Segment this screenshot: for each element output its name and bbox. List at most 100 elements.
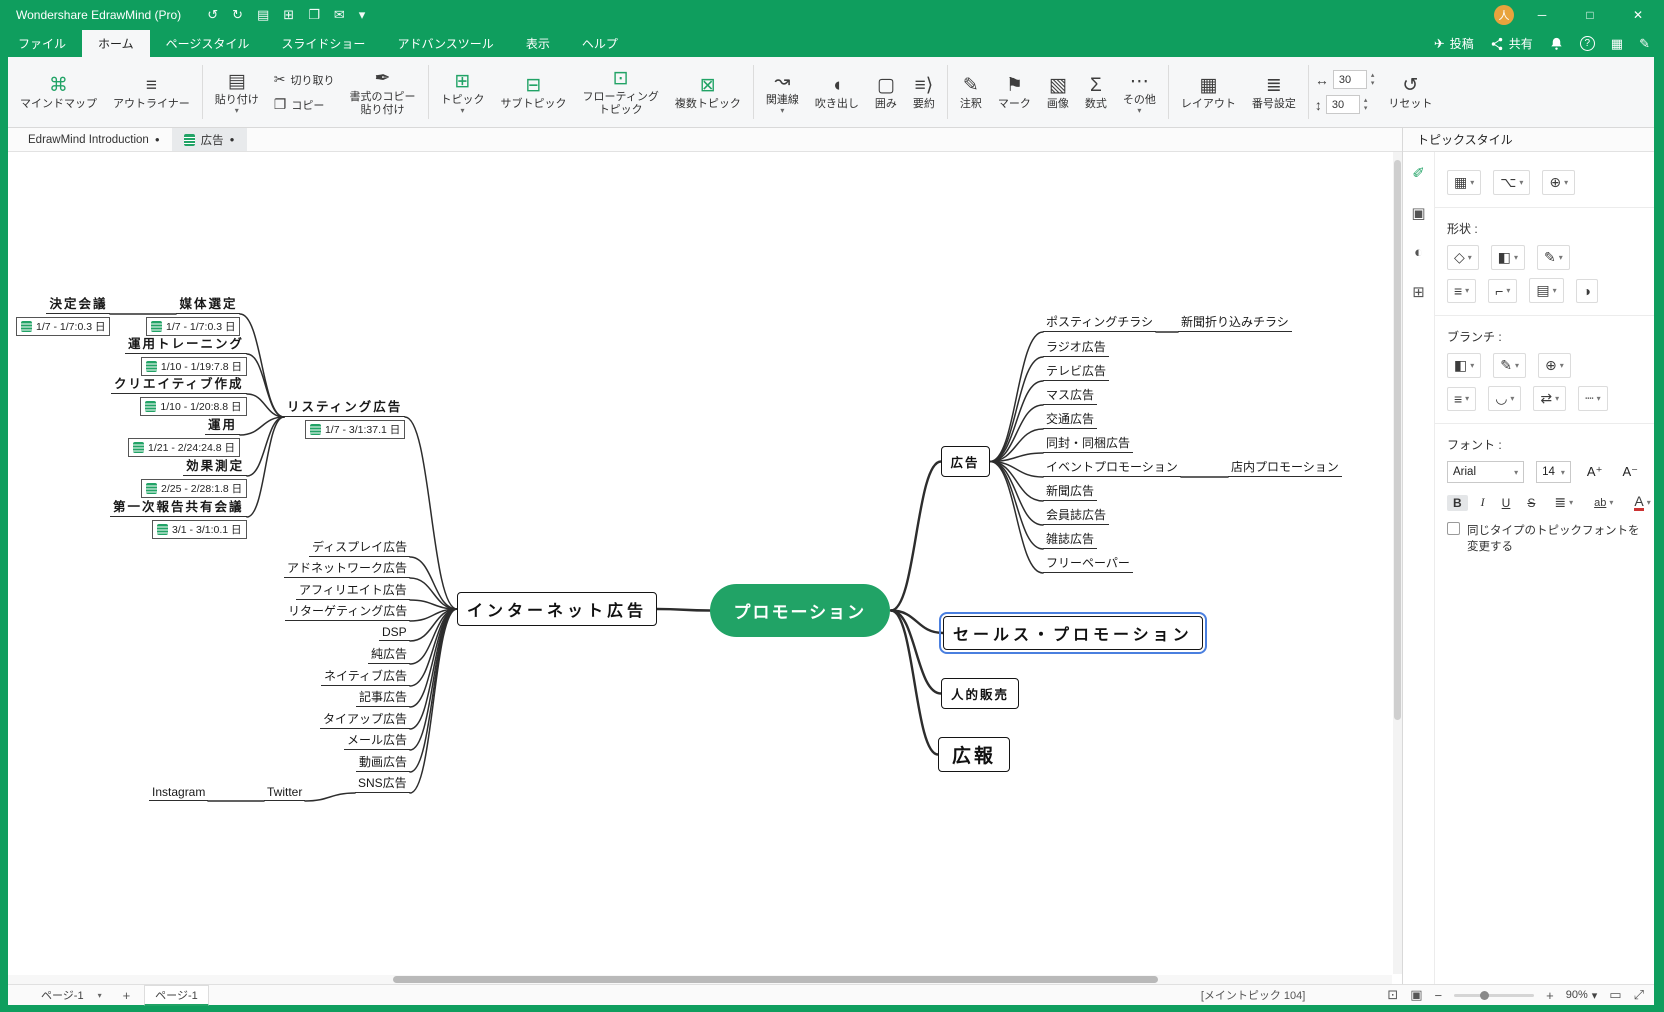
- task-panel-icon[interactable]: ⊞: [1412, 284, 1425, 301]
- branch-fill-dropdown[interactable]: ◧▾: [1447, 353, 1482, 378]
- note-button[interactable]: ✎ 注釈: [959, 74, 982, 110]
- mindmap-node-free[interactable]: フリーペーパー: [1043, 554, 1133, 573]
- menu-tab-pagestyle[interactable]: ページスタイル: [165, 37, 250, 51]
- mindmap-node-posting[interactable]: ポスティングチラシ: [1043, 313, 1157, 332]
- h-spacing-stepper[interactable]: ↔ 30 ▴▾: [1315, 70, 1375, 89]
- mindmap-node-disp[interactable]: ディスプレイ広告: [309, 538, 411, 557]
- italic-button[interactable]: I: [1480, 495, 1485, 509]
- mindmap-node-np[interactable]: 新聞広告: [1043, 482, 1098, 501]
- mindmap-node-radio[interactable]: ラジオ広告: [1043, 338, 1109, 357]
- fit-window-icon[interactable]: ⊡: [1387, 987, 1399, 1002]
- maximize-button[interactable]: □: [1586, 8, 1594, 22]
- bell-icon[interactable]: [1549, 36, 1564, 51]
- mindmap-node-twitter[interactable]: Twitter: [264, 785, 306, 801]
- style-panel-icon[interactable]: ✐: [1412, 165, 1425, 182]
- branch-dash-dropdown[interactable]: ┈▾: [1578, 386, 1608, 411]
- spin-up-icon[interactable]: ▴: [1370, 71, 1375, 79]
- mindmap-node-dsp[interactable]: DSP: [379, 625, 410, 641]
- mindmap-node-mass[interactable]: マス広告: [1043, 386, 1098, 405]
- undo-icon[interactable]: ↺: [207, 7, 219, 22]
- format-painter-button[interactable]: ✒ 書式のコピー 貼り付け: [349, 68, 416, 116]
- zoom-in-button[interactable]: +: [1546, 987, 1554, 1003]
- others-button[interactable]: ⋯ その他 ▾: [1122, 70, 1156, 115]
- mindmap-node-zasshi[interactable]: 雑誌広告: [1043, 530, 1098, 549]
- share-button[interactable]: 共有: [1490, 35, 1533, 52]
- mindmap-node-tieup[interactable]: タイアップ広告: [320, 710, 411, 729]
- minimize-button[interactable]: ─: [1537, 8, 1547, 22]
- menu-tab-view[interactable]: 表示: [525, 37, 550, 51]
- font-increase-button[interactable]: A⁺: [1586, 464, 1603, 479]
- image-button[interactable]: ▧ 画像: [1046, 74, 1069, 110]
- fit-map-icon[interactable]: ▣: [1410, 987, 1423, 1002]
- formula-button[interactable]: Σ 数式: [1084, 74, 1107, 110]
- feedback-pencil-icon[interactable]: ✎: [1639, 35, 1650, 51]
- spin-down-icon[interactable]: ▾: [1363, 104, 1368, 112]
- fit-page-icon[interactable]: ▭: [1609, 987, 1622, 1002]
- horizontal-scrollbar[interactable]: [8, 975, 1392, 984]
- mindmap-node-root[interactable]: プロモーション: [709, 583, 891, 637]
- mindmap-node-dofu[interactable]: 同封・同梱広告: [1043, 434, 1134, 453]
- page-selector[interactable]: ページ-1 ▾: [41, 990, 102, 1002]
- numbering-button[interactable]: ≣ 番号設定: [1251, 74, 1296, 110]
- quick-more-icon[interactable]: ▾: [358, 7, 366, 22]
- border-style-dropdown[interactable]: ▤▾: [1529, 278, 1564, 303]
- zoom-level-select[interactable]: 90% ▾: [1565, 989, 1598, 1002]
- menu-tab-help[interactable]: ヘルプ: [581, 37, 618, 51]
- mindmap-node-instagram[interactable]: Instagram: [149, 785, 209, 801]
- mindmap-node-native[interactable]: ネイティブ広告: [321, 667, 411, 686]
- vertical-scrollbar[interactable]: [1393, 152, 1402, 974]
- quick-export-icon[interactable]: ✉: [333, 7, 345, 22]
- avatar[interactable]: 人: [1494, 5, 1514, 25]
- doc-tab-edrawmind-introduction[interactable]: EdrawMind Introduction ●: [28, 133, 160, 146]
- reset-button[interactable]: ↺ リセット: [1388, 74, 1433, 110]
- quick-new-icon[interactable]: ▤: [257, 7, 270, 22]
- paste-button[interactable]: ▤ 貼り付け ▾: [214, 70, 259, 115]
- topic-button[interactable]: ⊞ トピック ▾: [440, 70, 485, 115]
- style-gallery-dropdown[interactable]: ▦▾: [1447, 170, 1482, 195]
- mindmap-node-sales[interactable]: セールス・プロモーション: [939, 612, 1207, 654]
- font-family-select[interactable]: Arial▾: [1447, 461, 1525, 483]
- copy-button[interactable]: ❐ コピー: [273, 96, 325, 112]
- mindmap-node-jinteki[interactable]: 人的販売: [941, 677, 1020, 709]
- zoom-slider-thumb[interactable]: [1480, 990, 1490, 1000]
- boundary-button[interactable]: ▢ 囲み: [874, 74, 897, 110]
- help-icon[interactable]: ?: [1579, 36, 1595, 51]
- spin-up-icon[interactable]: ▴: [1363, 96, 1368, 104]
- quick-save-icon[interactable]: ⊞: [283, 7, 295, 22]
- font-decrease-button[interactable]: A⁻: [1622, 464, 1638, 479]
- mindmap-node-orikomi[interactable]: 新聞折り込みチラシ: [1178, 313, 1292, 332]
- mark-button[interactable]: ⚑ マーク: [997, 74, 1031, 110]
- menu-tab-slideshow[interactable]: スライドショー: [281, 37, 366, 51]
- shape-fill-dropdown[interactable]: ◧▾: [1490, 245, 1526, 270]
- apps-grid-icon[interactable]: ▦: [1610, 35, 1624, 51]
- highlight-dropdown[interactable]: ab▾: [1588, 493, 1620, 512]
- shape-dropdown[interactable]: ◇▾: [1447, 245, 1479, 270]
- mindmap-node-kouhou[interactable]: 広報: [938, 736, 1011, 772]
- corner-style-dropdown[interactable]: ⌐▾: [1488, 278, 1518, 303]
- border-width-dropdown[interactable]: ≡▾: [1447, 278, 1477, 303]
- branch-curve-dropdown[interactable]: ◡▾: [1488, 386, 1522, 411]
- mindmap-node-ad[interactable]: 広告: [940, 445, 990, 477]
- font-color-dropdown[interactable]: A▾: [1628, 491, 1654, 514]
- bold-button[interactable]: B: [1447, 494, 1468, 511]
- relation-line-button[interactable]: ↝ 関連線 ▾: [765, 70, 799, 115]
- h-spacing-value[interactable]: 30: [1332, 70, 1367, 89]
- doc-tab-koukoku[interactable]: 広告 ●: [171, 128, 247, 151]
- menu-tab-file[interactable]: ファイル: [18, 37, 67, 51]
- vertical-scrollbar-thumb[interactable]: [1394, 160, 1401, 720]
- v-spacing-value[interactable]: 30: [1325, 95, 1360, 114]
- post-button[interactable]: ✈ 投稿: [1433, 35, 1474, 52]
- theme-panel-icon[interactable]: ◐: [1413, 244, 1424, 261]
- page-tab[interactable]: ページ-1: [144, 984, 209, 1006]
- fullscreen-icon[interactable]: ⤢: [1633, 987, 1644, 1002]
- align-dropdown[interactable]: ≣▾: [1548, 491, 1580, 514]
- mindmap-node-affil[interactable]: アフィリエイト広告: [296, 581, 410, 600]
- quick-copy-icon[interactable]: ❐: [308, 7, 320, 22]
